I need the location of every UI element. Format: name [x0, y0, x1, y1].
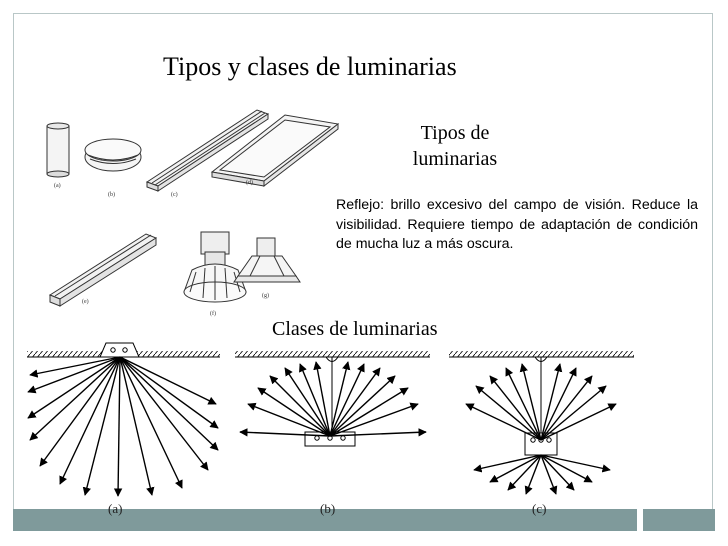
light-ray-arrow — [27, 356, 121, 419]
type-label-g: (g) — [262, 292, 269, 299]
type-label-b: (b) — [108, 191, 115, 198]
footer-band — [13, 509, 715, 531]
light-ray-arrow — [540, 375, 593, 441]
types-heading: Tipos de luminarias — [412, 122, 498, 170]
class-b-indirect-diagram — [235, 351, 430, 447]
light-ray-arrow — [540, 454, 593, 483]
class-a-direct-diagram — [27, 342, 220, 497]
class-label-c: (c) — [532, 501, 546, 516]
light-ray-arrow — [269, 375, 331, 437]
light-ray-arrow — [519, 363, 542, 441]
high-bay-drawing — [183, 231, 247, 303]
light-ray-arrow — [29, 356, 121, 378]
cylinder-downlight-drawing — [46, 122, 70, 178]
class-label-a: (a) — [108, 501, 122, 516]
light-ray-arrow — [329, 402, 419, 437]
light-ray-arrow — [247, 402, 331, 437]
light-ray-arrow — [119, 356, 155, 496]
type-label-f: (f) — [210, 310, 216, 317]
class-c-mixed-diagram — [449, 351, 634, 495]
light-ray-arrow — [540, 454, 558, 495]
light-ray-arrow — [119, 356, 217, 405]
light-ray-arrow — [524, 454, 542, 495]
light-ray-arrow — [59, 356, 121, 485]
class-label-b: (b) — [320, 501, 335, 516]
light-ray-arrow — [465, 403, 542, 441]
type-label-c: (c) — [171, 191, 178, 198]
type-label-e: (e) — [82, 298, 89, 305]
classes-heading: Clases de luminarias — [272, 318, 438, 340]
light-ray-arrow — [39, 356, 121, 467]
light-ray-arrow — [119, 356, 219, 451]
light-ray-arrow — [540, 403, 617, 441]
type-label-d: (d) — [246, 179, 253, 186]
class-b-rays — [239, 361, 427, 437]
light-ray-arrow — [119, 356, 183, 489]
type-label-a: (a) — [54, 182, 61, 189]
light-ray-arrow — [540, 385, 607, 441]
light-ray-arrow — [329, 387, 409, 437]
light-ray-arrow — [505, 367, 542, 441]
glare-description: Reflejo: brillo excesivo del campo de vi… — [336, 197, 698, 252]
light-ray-arrow — [257, 387, 331, 437]
light-ray-arrow — [489, 375, 542, 441]
low-bay-drawing — [233, 237, 301, 283]
light-ray-arrow — [329, 375, 396, 437]
light-ray-arrow — [29, 356, 121, 441]
enclosed-strip-drawing — [48, 233, 158, 307]
light-ray-arrow — [540, 454, 611, 473]
light-ray-arrow — [284, 367, 331, 437]
light-ray-arrow — [489, 454, 542, 483]
class-c-rays — [465, 363, 617, 495]
light-ray-arrow — [299, 363, 331, 437]
light-ray-arrow — [540, 454, 575, 491]
light-ray-arrow — [329, 367, 381, 437]
light-ray-arrow — [119, 356, 219, 429]
light-ray-arrow — [507, 454, 542, 491]
light-ray-arrow — [313, 361, 331, 437]
light-ray-arrow — [113, 356, 123, 497]
strip-fixture-drawing — [145, 109, 270, 192]
class-a-rays — [27, 356, 219, 497]
light-ray-arrow — [329, 363, 365, 437]
troffer-drawing — [210, 114, 340, 188]
light-ray-arrow — [82, 356, 121, 496]
ceiling-drum-drawing — [84, 138, 142, 172]
slide-title: Tipos y clases de luminarias — [163, 52, 457, 81]
light-ray-arrow — [119, 356, 209, 471]
light-ray-arrow — [329, 428, 427, 437]
footer-band-gap — [637, 509, 643, 531]
light-ray-arrow — [329, 361, 351, 437]
light-ray-arrow — [473, 454, 542, 473]
light-ray-arrow — [27, 356, 121, 394]
light-ray-arrow — [540, 367, 577, 441]
light-ray-arrow — [540, 363, 563, 441]
light-ray-arrow — [475, 385, 542, 441]
light-ray-arrow — [239, 428, 331, 437]
